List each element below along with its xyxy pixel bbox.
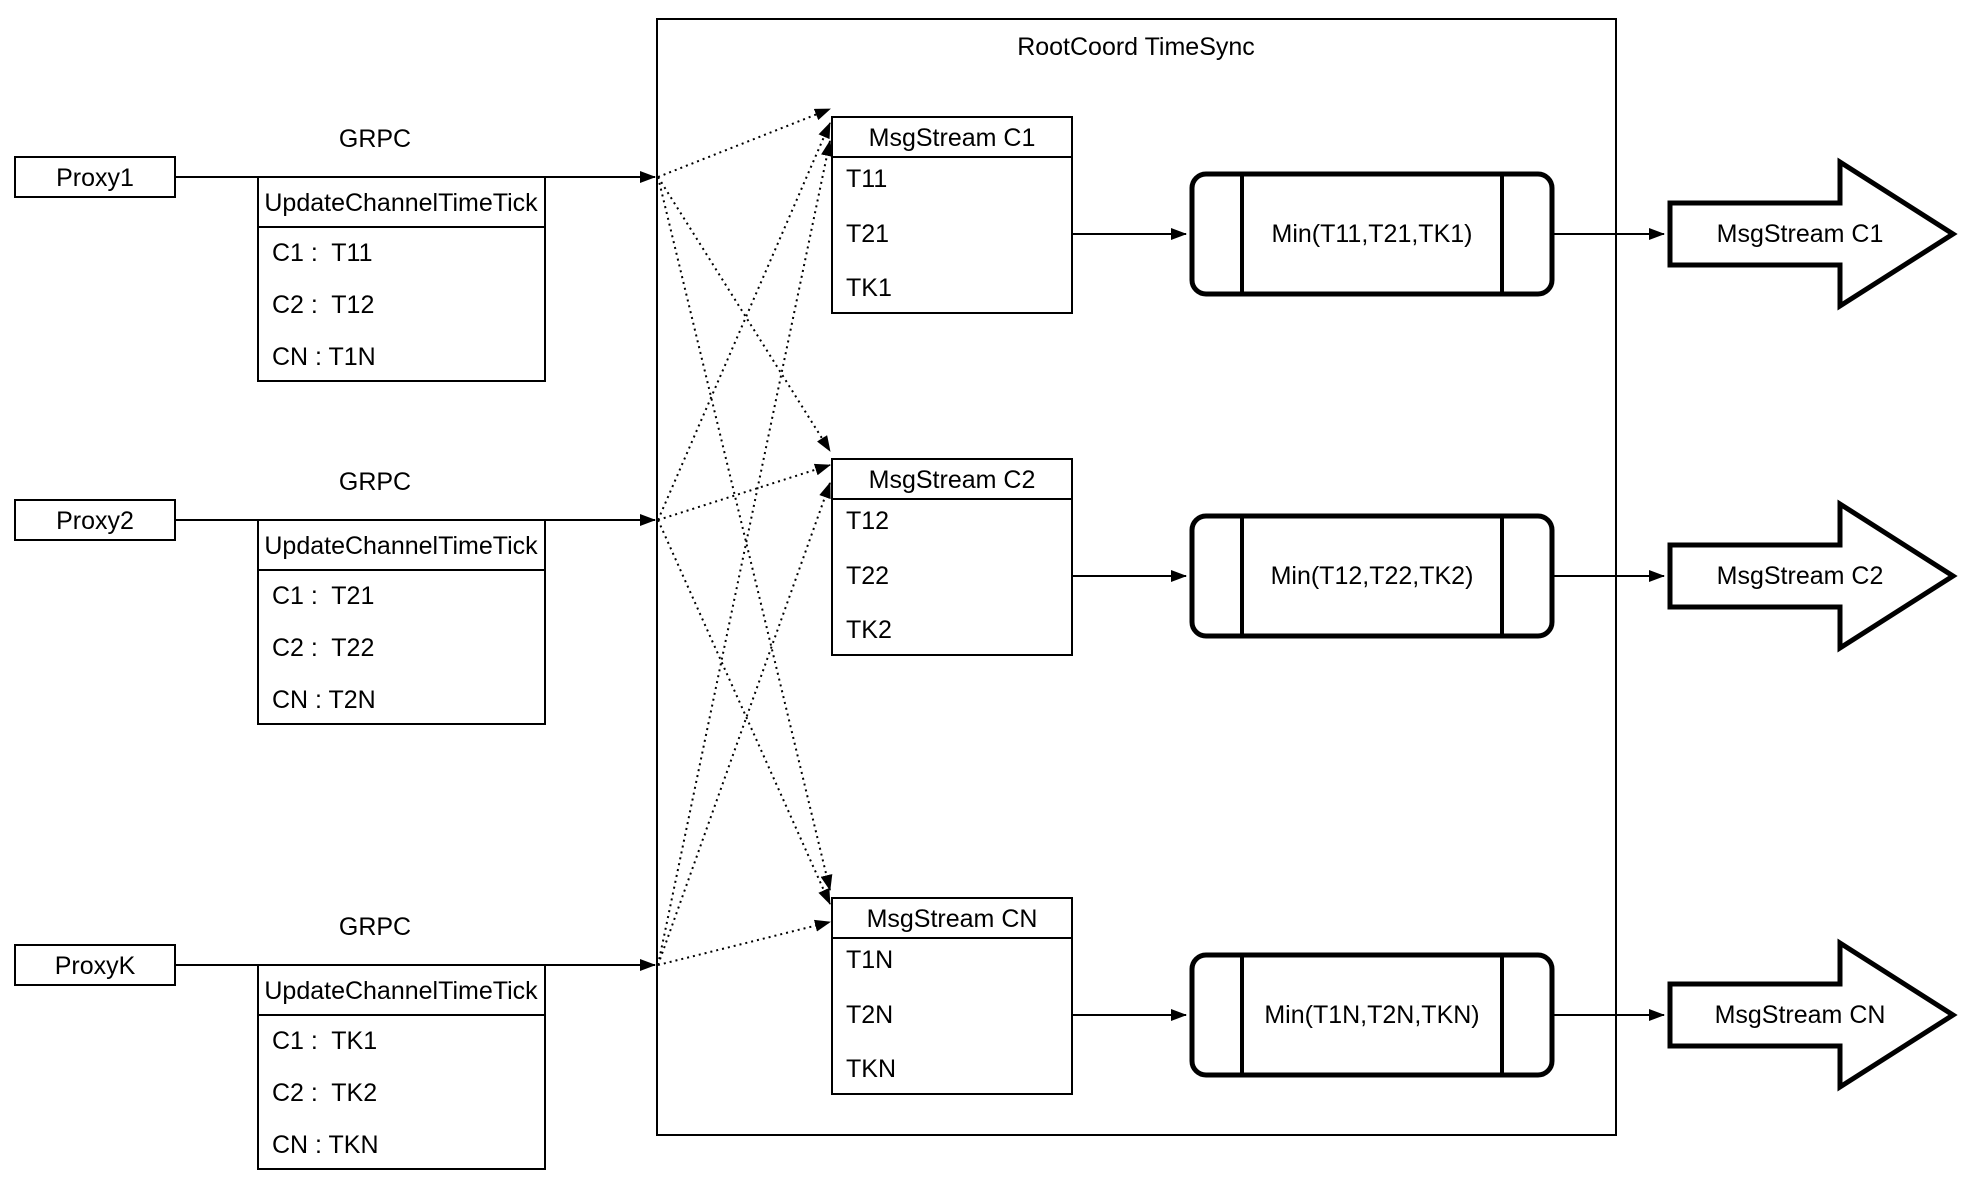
update-entry-2-3: CN : T2N	[272, 686, 376, 714]
msgstream-entry-c1-1: T11	[846, 165, 887, 193]
dotted-arrow-p1-c1	[657, 108, 831, 178]
row-proxy2: Proxy2 GRPC UpdateChannelTimeTick C1 : T…	[14, 458, 1958, 725]
row-proxyk: ProxyK GRPC UpdateChannelTimeTick C1 : T…	[14, 897, 1958, 1170]
dotted-arrow-pk-c1	[657, 140, 833, 966]
dotted-arrow-p2-c1	[657, 122, 831, 521]
dotted-arrow-p1-c2	[657, 176, 831, 452]
update-entry-3-3: CN : TKN	[272, 1131, 379, 1159]
update-entry-3-2: C2 : TK2	[272, 1079, 377, 1107]
min-label-c2: Min(T12,T22,TK2)	[1271, 562, 1474, 590]
output-arrow-label-c2: MsgStream C2	[1717, 562, 1884, 590]
update-table-3	[257, 964, 546, 1170]
min-label-cn: Min(T1N,T2N,TKN)	[1264, 1001, 1479, 1029]
msgstream-entry-c1-2: T21	[846, 220, 889, 248]
msgstream-entry-c2-1: T12	[846, 507, 889, 535]
update-table-3-header: UpdateChannelTimeTick	[264, 977, 538, 1005]
update-table-1	[257, 176, 546, 382]
min-label-c1: Min(T11,T21,TK1)	[1272, 220, 1473, 248]
dotted-arrow-pk-c2	[657, 482, 831, 966]
proxy2-box	[14, 499, 176, 541]
msgstream-table-c1-title: MsgStream C1	[869, 124, 1036, 152]
msgstream-table-cn	[831, 897, 1073, 1095]
msgstream-entry-cn-1: T1N	[846, 946, 893, 974]
msgstream-entry-c2-2: T22	[846, 562, 889, 590]
update-entry-3-1: C1 : TK1	[272, 1027, 377, 1055]
dotted-arrow-p2-cn	[657, 519, 831, 905]
msgstream-table-c2	[831, 458, 1073, 656]
output-arrow-c1	[1667, 157, 1958, 311]
update-entry-1-1: C1 : T11	[272, 239, 373, 267]
row-proxy1: Proxy1 GRPC UpdateChannelTimeTick C1 : T…	[14, 116, 1958, 382]
grpc-label-3: GRPC	[339, 913, 411, 941]
update-table-1-header: UpdateChannelTimeTick	[264, 189, 538, 217]
rootcoord-title: RootCoord TimeSync	[1017, 33, 1255, 61]
update-table-2	[257, 519, 546, 725]
update-entry-2-1: C1 : T21	[272, 582, 374, 610]
proxyk-box	[14, 944, 176, 986]
dotted-connections	[657, 108, 833, 966]
proxy2-label: Proxy2	[56, 507, 134, 535]
dotted-arrow-p1-cn	[657, 176, 833, 891]
msgstream-entry-cn-3: TKN	[846, 1055, 896, 1083]
output-arrow-label-c1: MsgStream C1	[1717, 220, 1884, 248]
msgstream-table-c2-title: MsgStream C2	[869, 466, 1036, 494]
dotted-arrow-p2-c2	[657, 463, 831, 521]
grpc-label-2: GRPC	[339, 468, 411, 496]
msgstream-table-cn-title: MsgStream CN	[867, 905, 1038, 933]
msgstream-table-c1	[831, 116, 1073, 314]
update-entry-2-2: C2 : T22	[272, 634, 374, 662]
dotted-arrow-pk-cn	[657, 919, 831, 966]
update-entry-1-2: C2 : T12	[272, 291, 374, 319]
output-arrow-c2	[1667, 499, 1958, 653]
update-entry-1-3: CN : T1N	[272, 343, 376, 371]
msgstream-entry-c2-3: TK2	[846, 616, 892, 644]
grpc-label-1: GRPC	[339, 125, 411, 153]
proxyk-label: ProxyK	[55, 952, 136, 980]
update-table-2-header: UpdateChannelTimeTick	[264, 532, 538, 560]
output-arrow-label-cn: MsgStream CN	[1715, 1001, 1886, 1029]
msgstream-entry-cn-2: T2N	[846, 1001, 893, 1029]
msgstream-entry-c1-3: TK1	[846, 274, 892, 302]
output-arrow-cn	[1667, 938, 1958, 1092]
proxy1-box	[14, 156, 176, 198]
proxy1-label: Proxy1	[56, 164, 134, 192]
